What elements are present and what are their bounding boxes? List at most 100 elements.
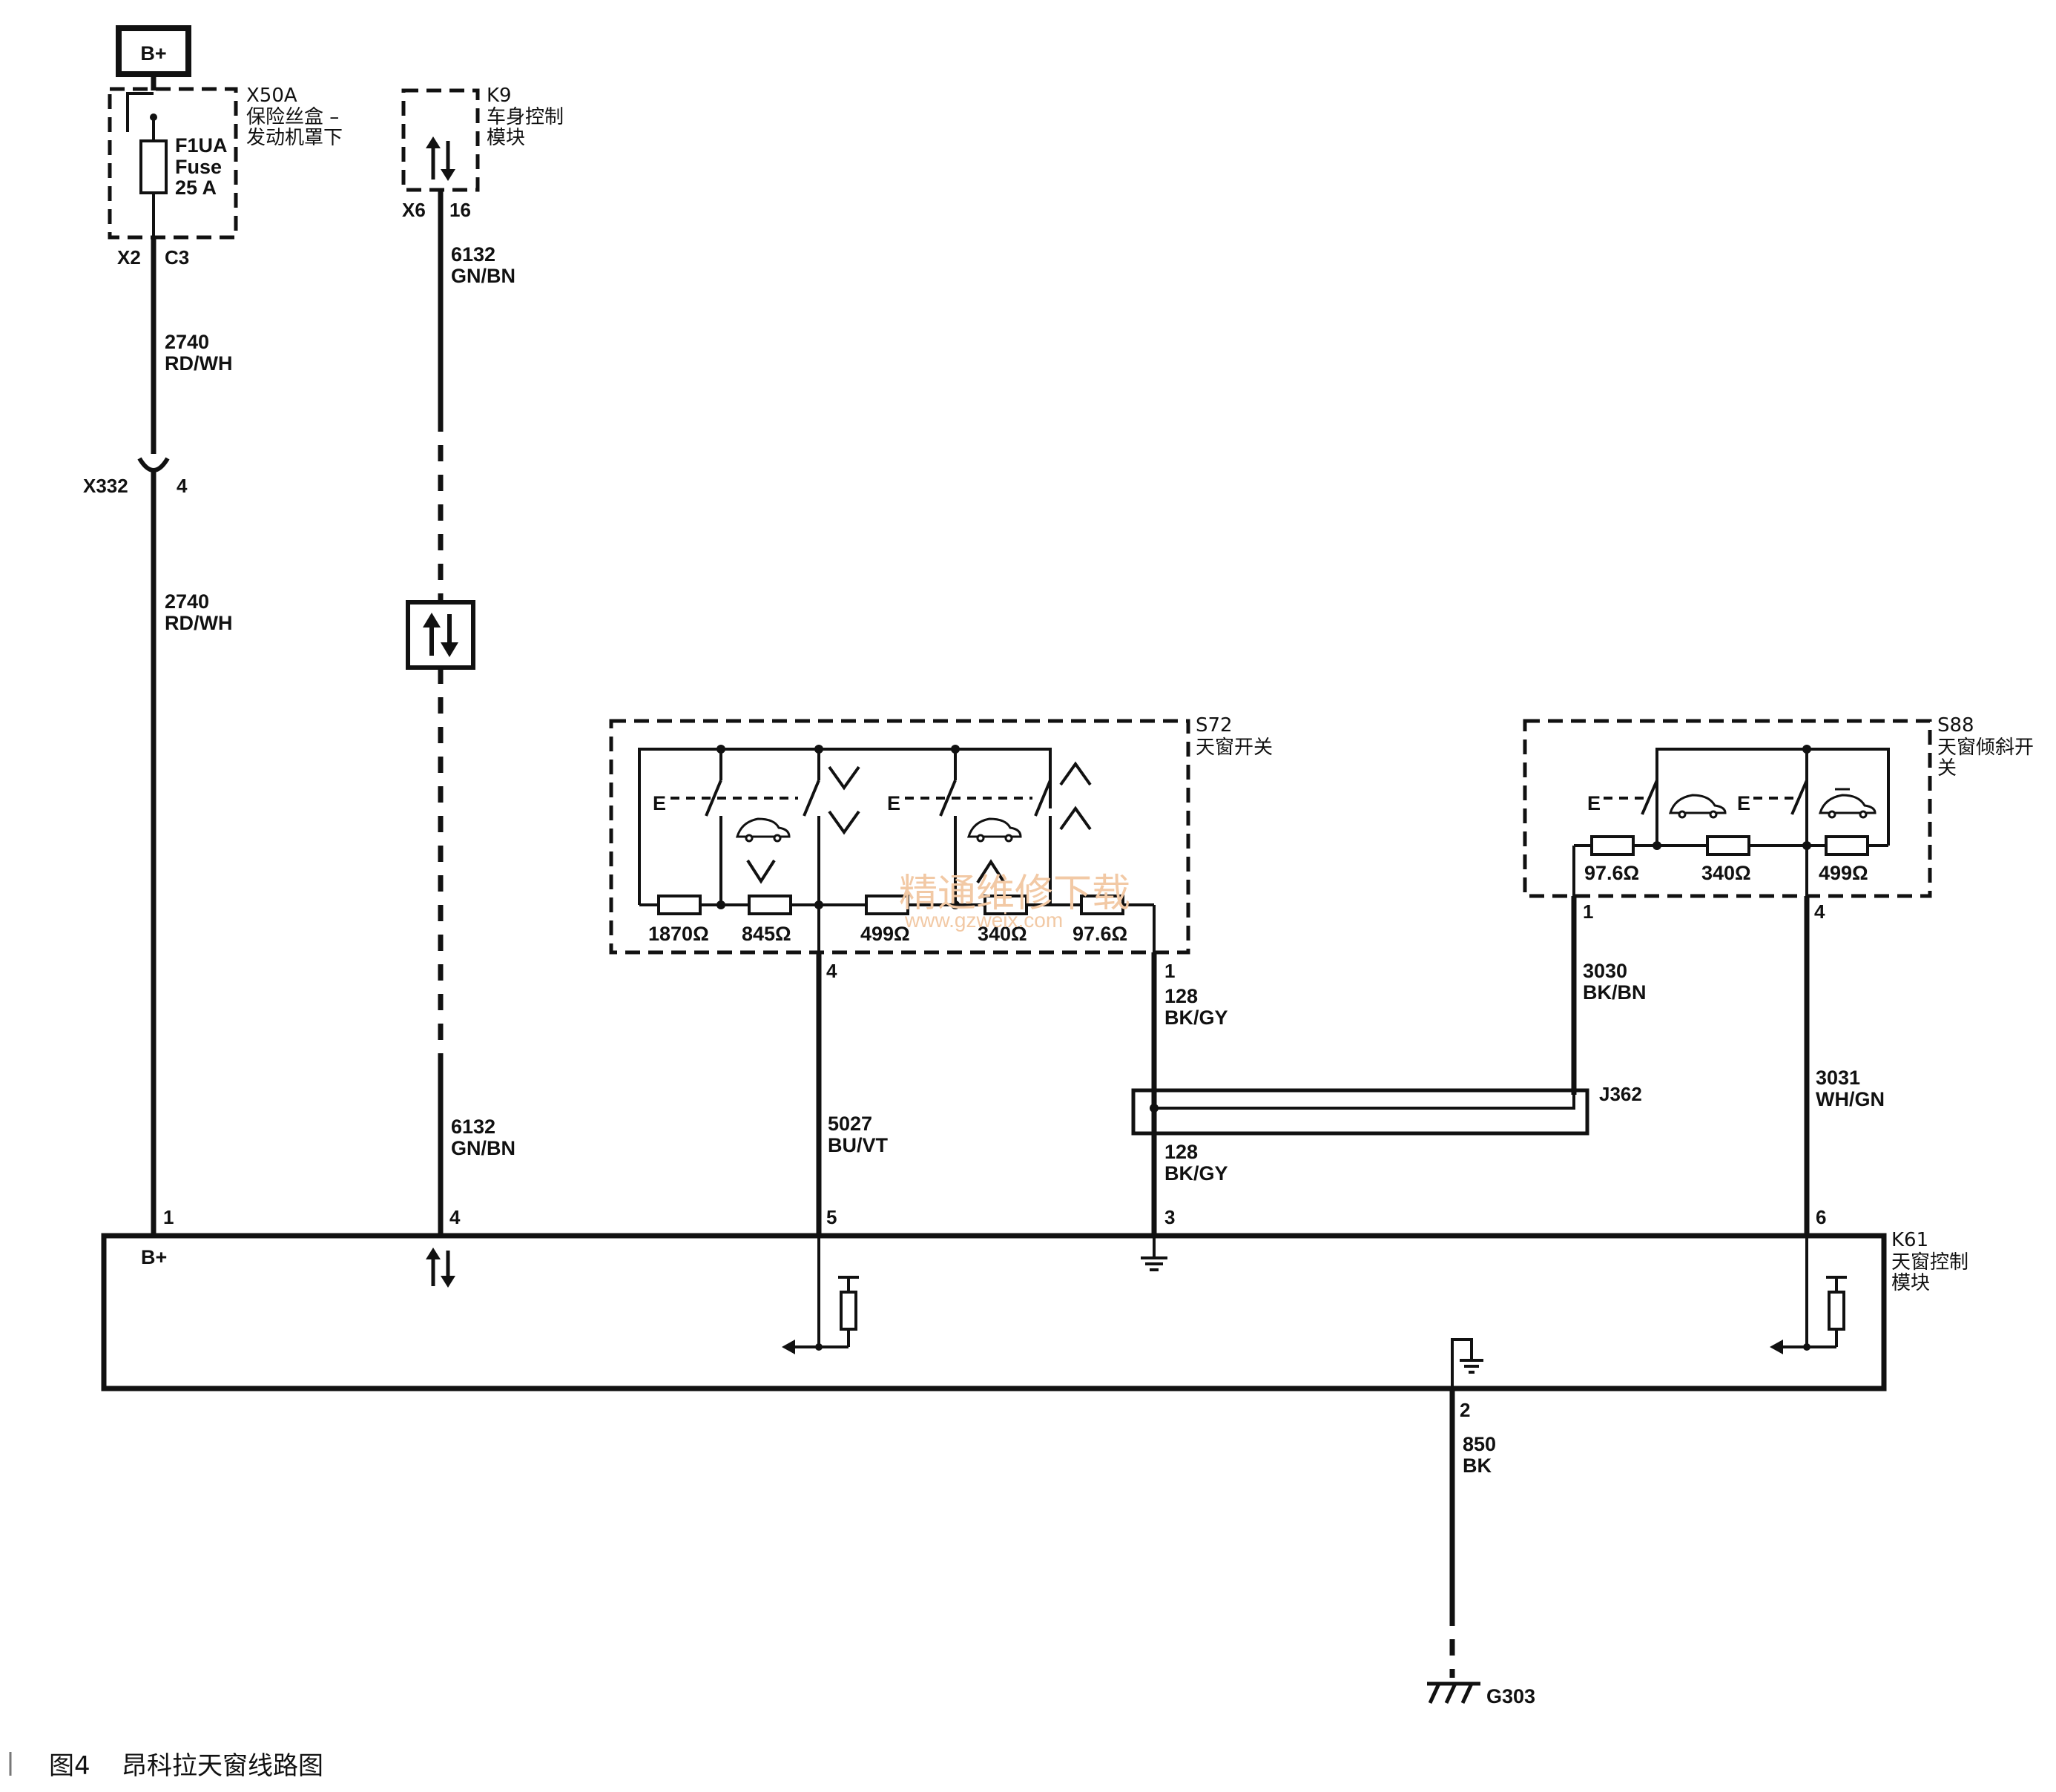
fuse-box-x50a: X50A 保险丝盒 – 发动机罩下 F1UA Fuse 25 A X2 C3 <box>108 74 343 269</box>
bcm-name-line2: 模块 <box>487 127 525 149</box>
fuse-id: F1UA <box>175 134 228 157</box>
sunroof-switch-s72: S72 天窗开关 E <box>609 714 1273 955</box>
k61-pin-2: 2 <box>1460 1399 1470 1421</box>
fuse-pin: C3 <box>165 246 189 269</box>
wire-850-color: BK <box>1463 1455 1492 1477</box>
wire-2740-upper-number: 2740 <box>165 331 209 353</box>
fuse-box-name-line2: 发动机罩下 <box>246 127 343 149</box>
s72-id: S72 <box>1196 714 1233 737</box>
s88-id: S88 <box>1937 714 1974 737</box>
s72-up-chevron-icon <box>976 859 1006 884</box>
s88-pin-left: 1 <box>1583 900 1593 923</box>
s88-actuator-e1: E <box>1587 792 1601 814</box>
s88-actuator-e2: E <box>1737 792 1750 814</box>
wire-128-upper-color: BK/GY <box>1164 1007 1228 1029</box>
wire-5027-number: 5027 <box>828 1113 872 1135</box>
k61-name-line1: 天窗控制 <box>1891 1251 1968 1274</box>
s72-double-up-chevron-icon-b <box>1059 806 1092 831</box>
s72-r5-label: 97.6Ω <box>1073 923 1127 945</box>
s72-actuator-e1: E <box>653 792 666 814</box>
fuse-rating: 25 A <box>175 177 217 199</box>
fuse-box-name-line1: 保险丝盒 – <box>246 106 339 128</box>
s72-double-down-chevron-icon-a <box>828 765 860 791</box>
x332-pin: 4 <box>177 475 188 497</box>
s88-vehicle-tilt-icon-1 <box>1668 794 1727 819</box>
wire-2740-lower-number: 2740 <box>165 590 209 613</box>
s88-resistor-97-6 <box>1590 835 1635 856</box>
s72-resistor-499 <box>865 895 909 915</box>
sunroof-control-module-k61: K61 天窗控制 模块 B+ 1 4 5 3 6 2 <box>101 1206 1968 1421</box>
fuse-word: Fuse <box>175 156 222 178</box>
k61-name-line2: 模块 <box>1891 1272 1930 1294</box>
s72-resistor-97-6 <box>1080 895 1124 915</box>
k61-pin-4: 4 <box>449 1206 461 1228</box>
battery-positive-terminal: B+ <box>116 25 191 77</box>
s72-vehicle-icon-2 <box>966 817 1022 843</box>
s88-name-line2: 关 <box>1937 757 1957 780</box>
bcm-name-line1: 车身控制 <box>487 106 564 128</box>
caption-title: 昂科拉天窗线路图 <box>122 1751 323 1781</box>
watermark-url: www.gzweix.com <box>904 909 1063 932</box>
splice-pack-j362: J362 <box>1131 1083 1642 1136</box>
wire-5027-color: BU/VT <box>828 1134 889 1156</box>
s72-name: 天窗开关 <box>1196 737 1273 759</box>
s72-double-up-chevron-icon-a <box>1059 761 1092 786</box>
k61-pin-3: 3 <box>1164 1206 1175 1228</box>
wire-850-number: 850 <box>1463 1433 1496 1455</box>
s88-name-line1: 天窗倾斜开 <box>1937 737 2034 759</box>
k61-switch-input-6 <box>1770 1236 1847 1354</box>
bplus-label: B+ <box>140 42 166 65</box>
bcm-pin: 16 <box>449 199 471 221</box>
body-control-module-k9: K9 车身控制 模块 X6 16 <box>401 85 564 221</box>
k61-id: K61 <box>1891 1229 1928 1251</box>
fuse-symbol <box>139 139 168 194</box>
wire-6132-upper-number: 6132 <box>451 243 495 266</box>
s72-down-chevron-icon <box>746 859 776 884</box>
wire-128-lower-color: BK/GY <box>1164 1162 1228 1185</box>
s88-r1-label: 97.6Ω <box>1584 862 1639 884</box>
sunroof-tilt-switch-s88: S88 天窗倾斜开 关 E E 97.6Ω 340Ω 499 <box>1523 714 2034 898</box>
wire-3030-number: 3030 <box>1583 960 1627 982</box>
ground-id: G303 <box>1486 1685 1535 1707</box>
wire-6132-upper-color: GN/BN <box>451 265 515 287</box>
s88-resistor-340 <box>1706 835 1750 856</box>
s72-double-down-chevron-icon-b <box>828 810 860 835</box>
fuse-connector: X2 <box>117 246 141 269</box>
s72-actuator-e2: E <box>887 792 900 814</box>
caption-figure-number: 图4 <box>49 1751 90 1781</box>
s72-r3-label: 499Ω <box>860 923 910 945</box>
s88-r3-label: 499Ω <box>1819 862 1868 884</box>
k61-pin-5: 5 <box>826 1206 837 1228</box>
k61-pin-1: 1 <box>163 1206 174 1228</box>
k61-switch-input-5 <box>782 1236 859 1354</box>
wire-3031-number: 3031 <box>1816 1067 1860 1089</box>
s72-r2-label: 845Ω <box>742 923 791 945</box>
k61-ground-icon <box>1141 1236 1167 1271</box>
wire-6132-lower-color: GN/BN <box>451 1137 515 1159</box>
k61-bplus-label: B+ <box>141 1246 167 1268</box>
wire-2740-lower-color: RD/WH <box>165 612 232 634</box>
wire-128-upper-number: 128 <box>1164 985 1198 1007</box>
x332-id: X332 <box>83 475 128 497</box>
wire-128-lower-number: 128 <box>1164 1141 1198 1163</box>
serial-data-junction-icon <box>406 600 475 670</box>
s72-vehicle-icon-1 <box>735 817 791 843</box>
watermark-cn: 精通维修下载 <box>899 872 1130 916</box>
wire-3030-color: BK/BN <box>1583 981 1647 1004</box>
bcm-id: K9 <box>487 85 512 107</box>
k61-internal-ground-icon <box>1451 1338 1483 1389</box>
s72-pin-out: 4 <box>826 960 837 982</box>
s72-resistor-1870 <box>657 895 702 915</box>
k61-serial-data-icon <box>426 1248 455 1288</box>
wire-2740-upper-color: RD/WH <box>165 352 232 375</box>
s88-resistor-499 <box>1825 835 1869 856</box>
fuse-box-id: X50A <box>246 85 297 107</box>
wire-3031-color: WH/GN <box>1816 1088 1885 1110</box>
s72-pin-gnd: 1 <box>1164 960 1175 982</box>
s72-r4-label: 340Ω <box>978 923 1027 945</box>
inline-connector-x332: X332 4 <box>83 457 188 497</box>
s72-resistor-340 <box>983 895 1028 915</box>
serial-data-arrows-icon <box>426 136 455 181</box>
splice-id: J362 <box>1599 1083 1642 1105</box>
